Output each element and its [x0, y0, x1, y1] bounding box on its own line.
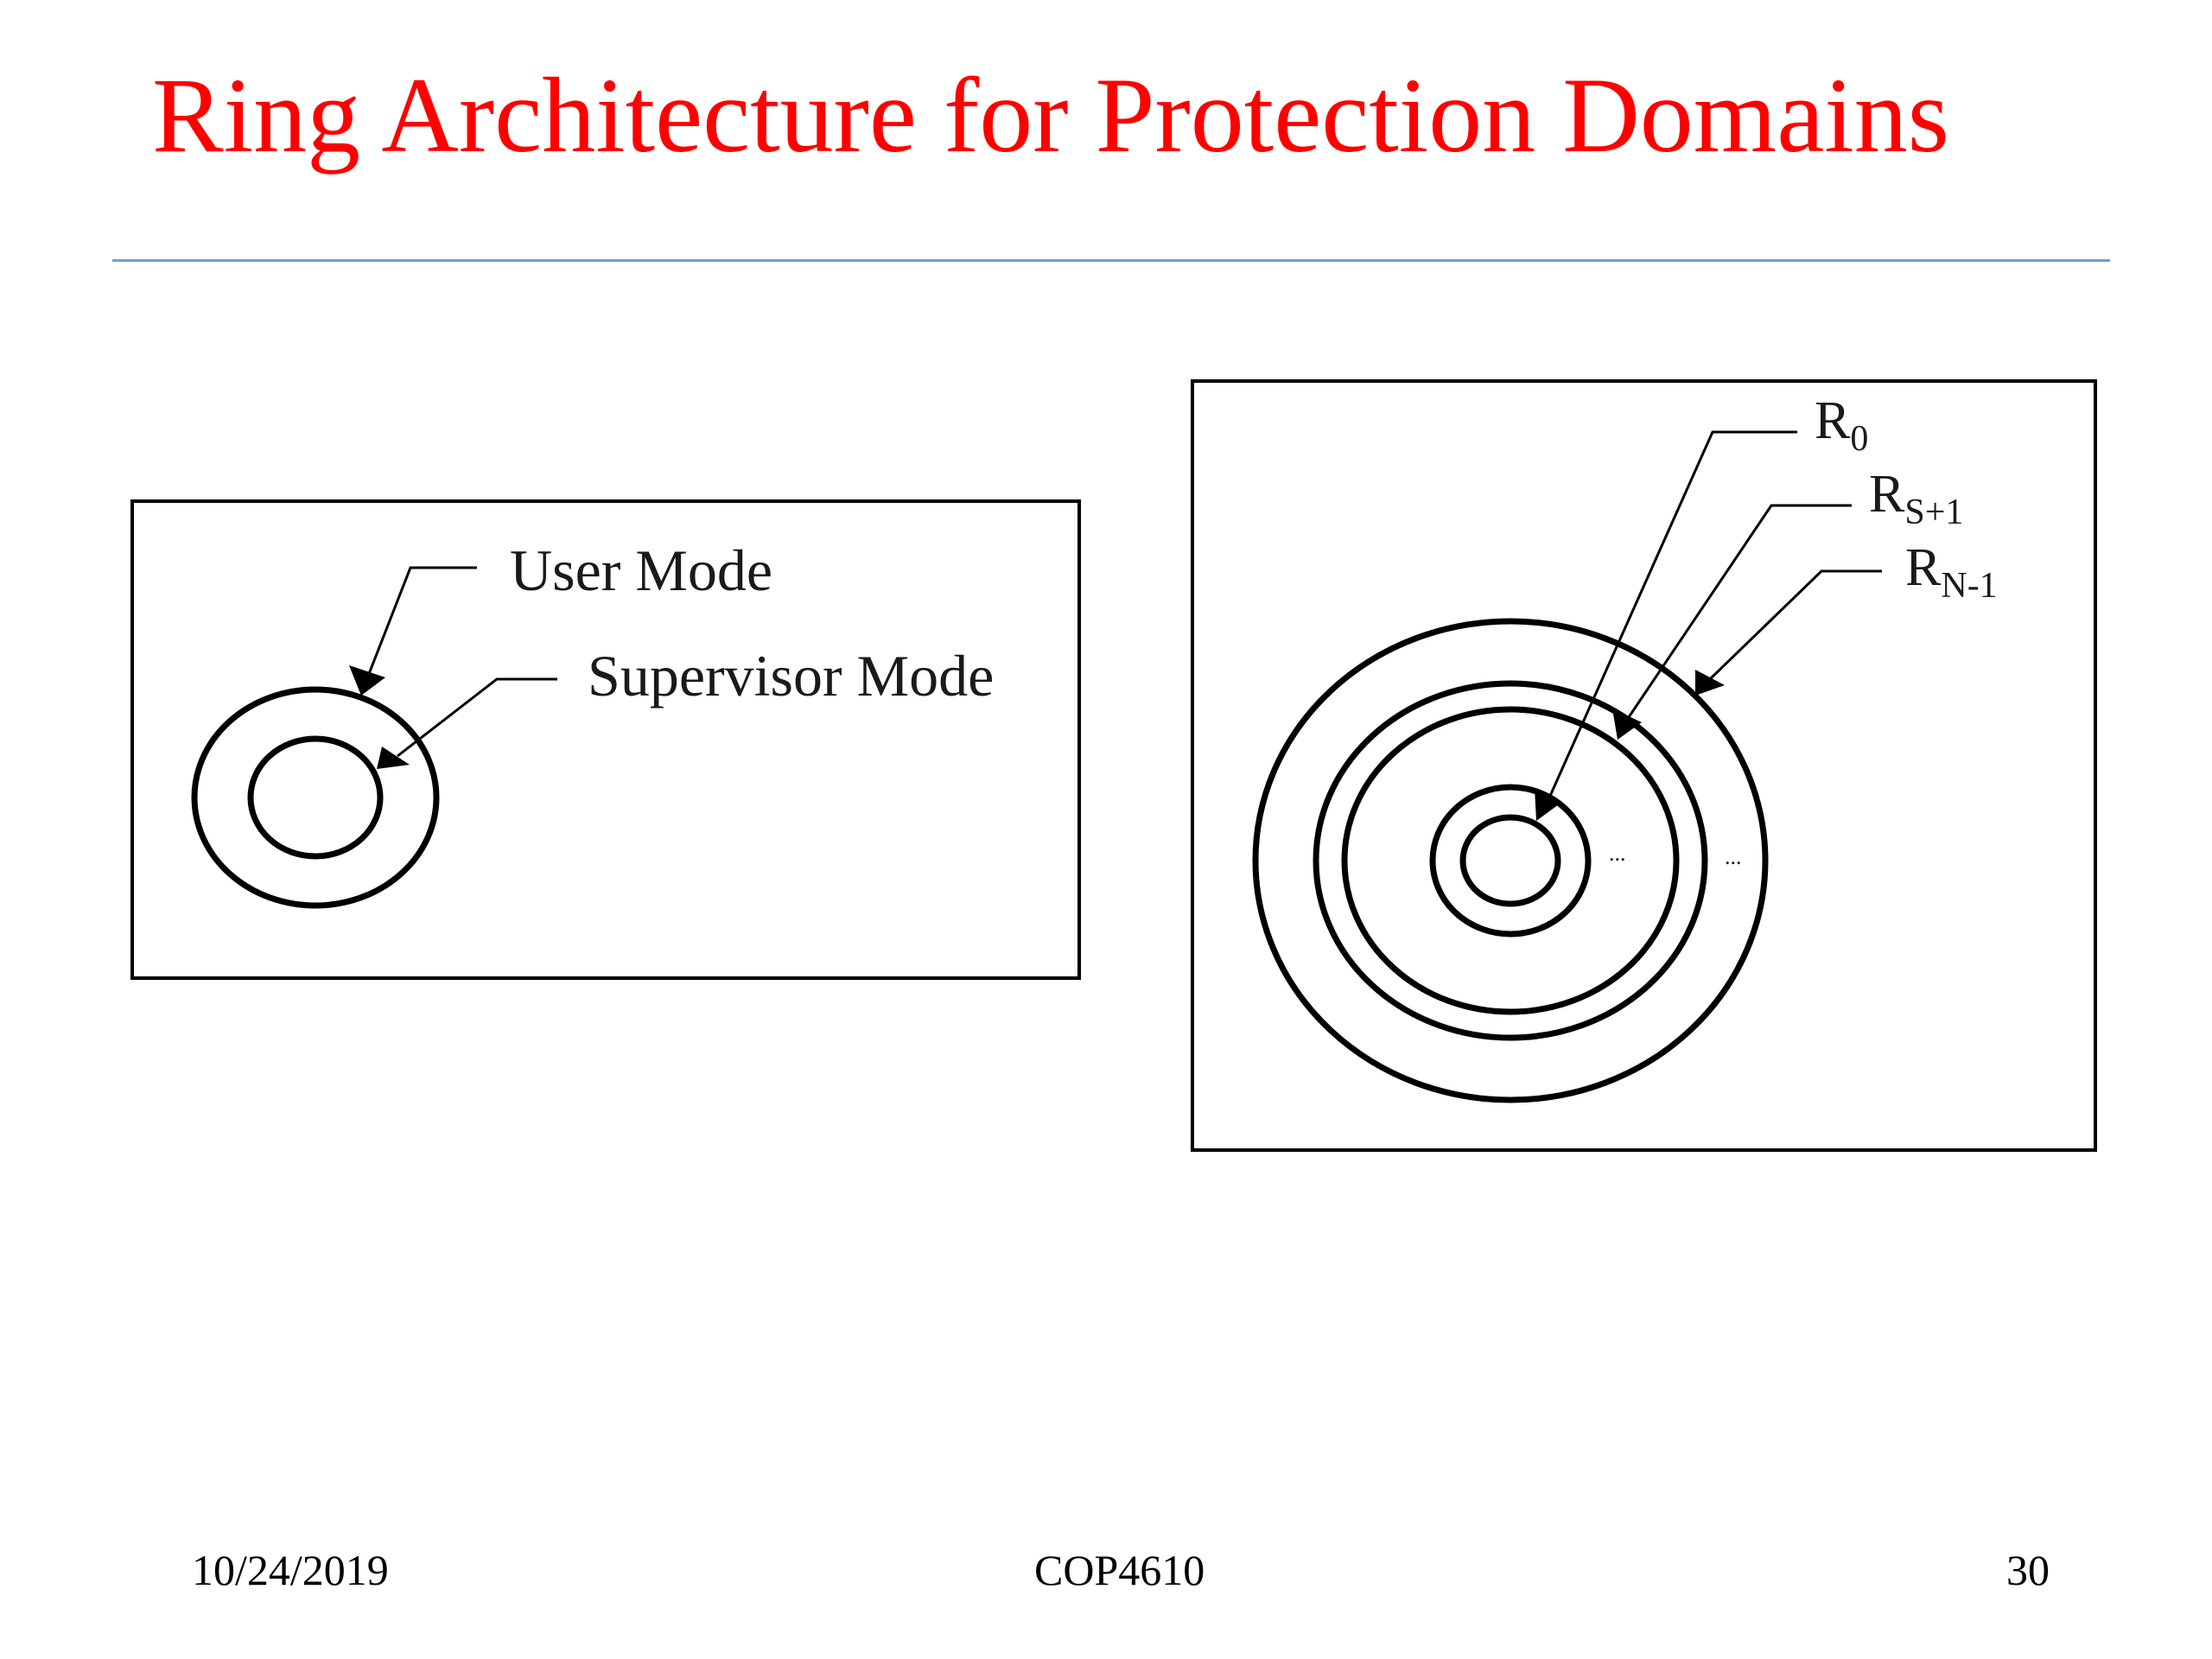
rn1-base: R — [1905, 538, 1942, 597]
supervisor-mode-ring — [247, 735, 384, 860]
n-ring-frame — [1191, 379, 2097, 1152]
rn1-leader — [1709, 569, 1882, 680]
two-mode-diagram: User Mode Supervisor Mode — [130, 499, 1081, 980]
rn1-subscript: N-1 — [1941, 566, 1997, 606]
ring-s — [1341, 706, 1680, 1015]
user-mode-leader — [365, 566, 477, 679]
inner-ellipsis: ... — [1609, 841, 1626, 866]
footer-page-number: 30 — [2006, 1546, 2050, 1594]
n-ring-diagram: ... ... R0 RS+1 RN-1 — [1191, 379, 2097, 1152]
r0-base: R — [1815, 391, 1851, 450]
rs1-label: RS+1 — [1869, 465, 1963, 532]
rs1-arrowhead — [1612, 709, 1642, 740]
rn1-label: RN-1 — [1905, 538, 1998, 606]
user-mode-label: User Mode — [510, 537, 772, 603]
r0-label: R0 — [1815, 391, 1868, 459]
ring-1 — [1429, 784, 1592, 938]
rn1-arrowhead — [1695, 670, 1725, 696]
supervisor-mode-arrowhead — [377, 747, 410, 769]
r0-arrowhead — [1535, 788, 1562, 821]
ring-n-1 — [1252, 618, 1769, 1103]
slide-title: Ring Architecture for Protection Domains — [152, 56, 1949, 175]
user-mode-arrowhead — [349, 665, 385, 696]
footer-date: 10/24/2019 — [192, 1546, 389, 1594]
ring-0 — [1459, 814, 1561, 907]
footer-course: COP4610 — [1034, 1546, 1205, 1594]
supervisor-mode-leader — [397, 677, 557, 758]
two-mode-frame — [130, 499, 1081, 980]
rs1-subscript: S+1 — [1904, 493, 1963, 532]
user-mode-ring — [191, 686, 440, 909]
title-divider — [112, 259, 2110, 262]
r0-subscript: 0 — [1850, 419, 1868, 459]
rs1-base: R — [1869, 465, 1905, 524]
supervisor-mode-label: Supervisor Mode — [588, 643, 994, 709]
r0-leader — [1545, 430, 1797, 804]
rs1-leader — [1627, 504, 1852, 718]
ring-s-plus-1 — [1313, 680, 1708, 1041]
outer-ellipsis: ... — [1725, 844, 1742, 869]
